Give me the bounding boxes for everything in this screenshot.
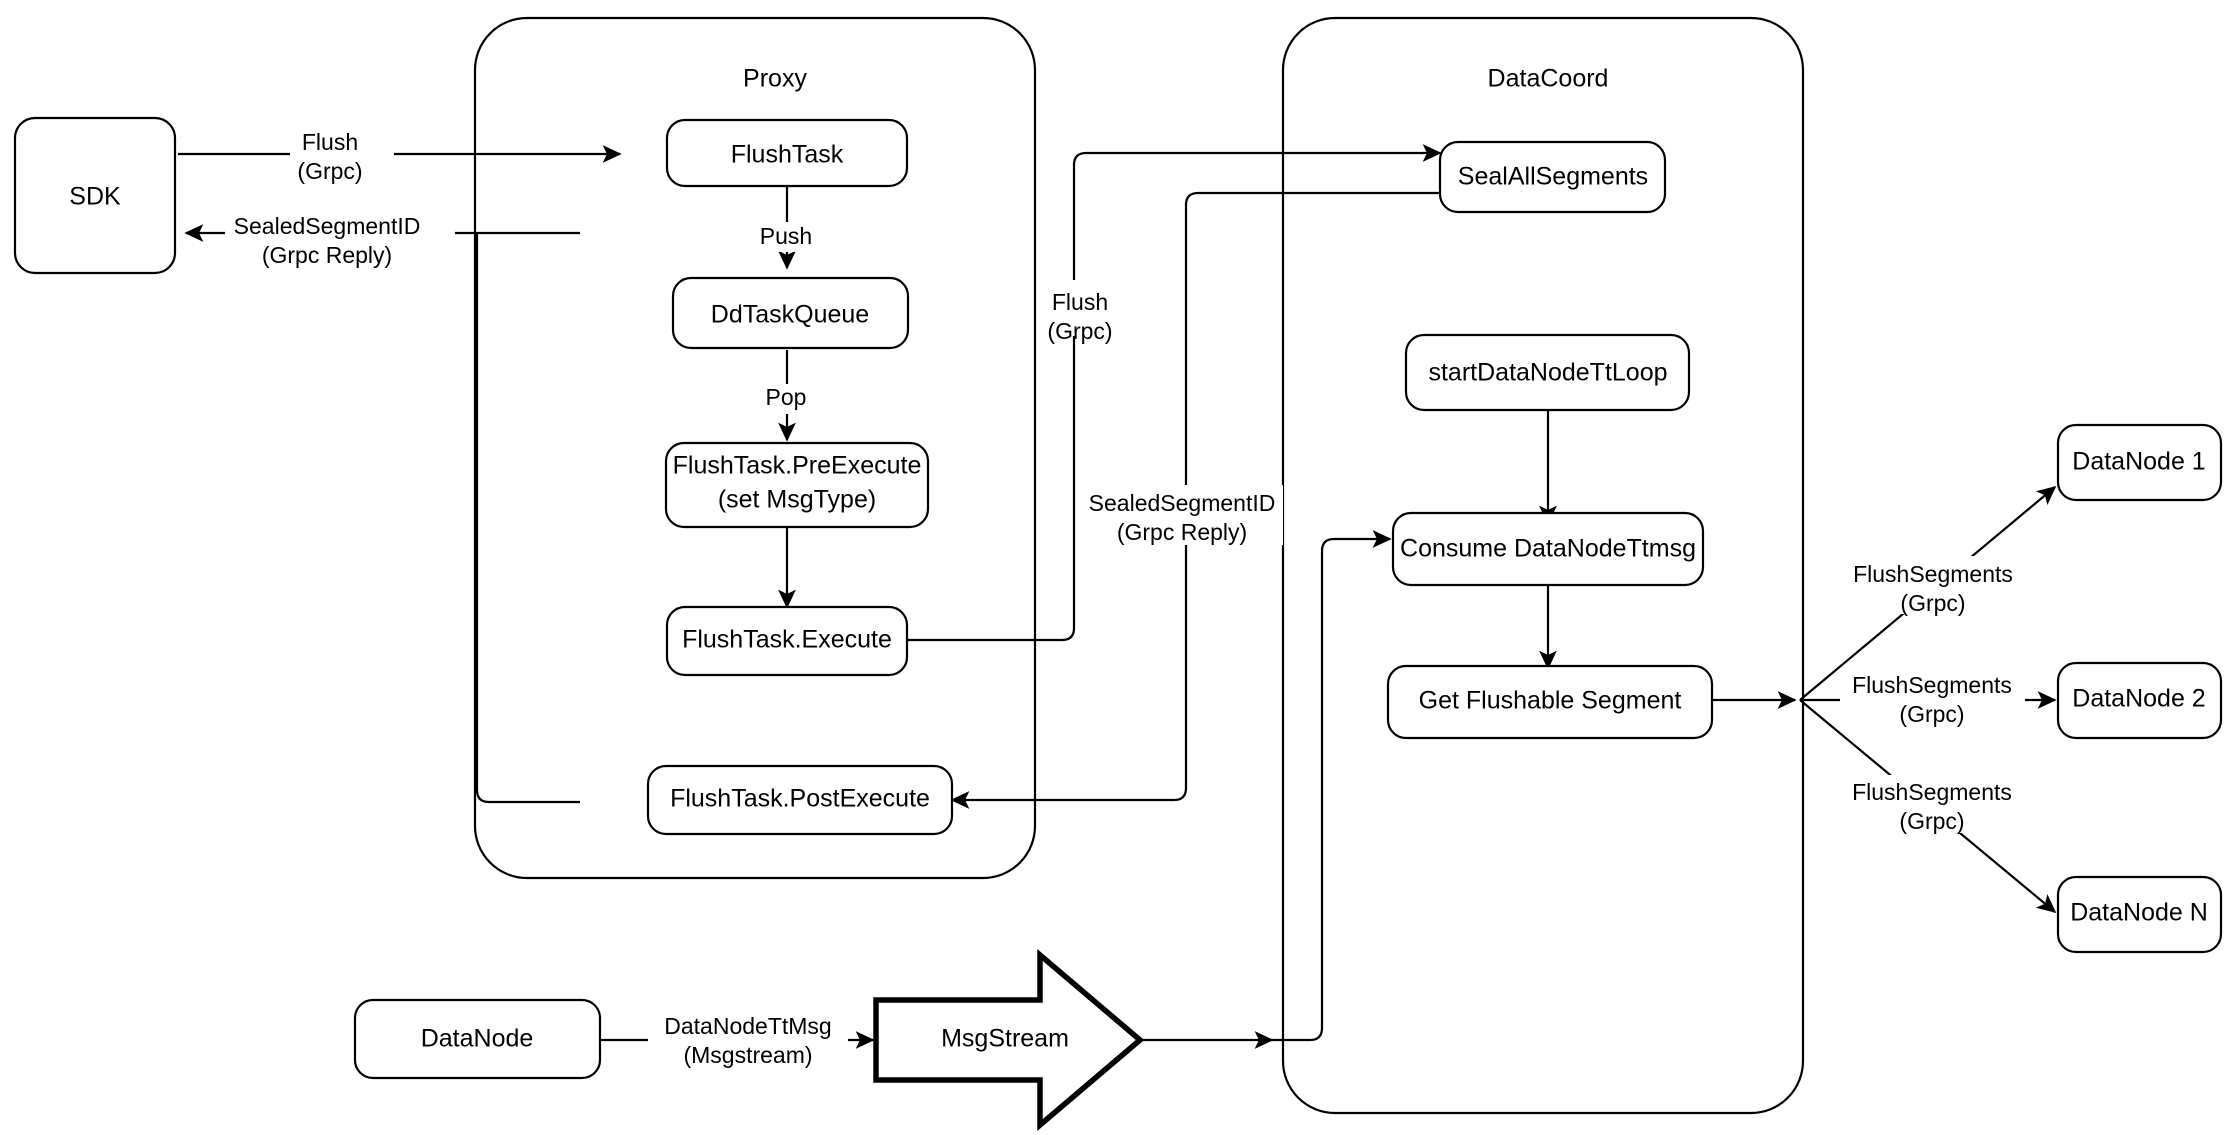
msgstream-arrow-shape[interactable] bbox=[873, 949, 1145, 1131]
node-flushtask-execute[interactable]: FlushTask.Execute bbox=[665, 605, 909, 677]
sdk-label: SDK bbox=[69, 183, 121, 211]
datanode1-rect[interactable] bbox=[2056, 423, 2223, 502]
label-flushsegments-2: FlushSegments (Grpc) bbox=[1840, 668, 2025, 727]
sealallsegments-label: SealAllSegments bbox=[1458, 163, 1648, 191]
node-consume-datanode-ttmsg[interactable]: Consume DataNodeTtmsg bbox=[1391, 511, 1705, 587]
preexecute-label-line1: FlushTask.PreExecute bbox=[673, 452, 922, 480]
label-bg bbox=[225, 213, 455, 268]
postexecute-label: FlushTask.PostExecute bbox=[670, 785, 930, 813]
flushsegments1-line2: (Grpc) bbox=[1900, 590, 1965, 616]
node-sealallsegments[interactable]: SealAllSegments bbox=[1438, 140, 1667, 214]
sealedsegmentid-line1: SealedSegmentID bbox=[234, 213, 421, 239]
flush-grpc-line2: (Grpc) bbox=[297, 158, 362, 184]
postexecute-rect[interactable] bbox=[646, 764, 954, 836]
edge-postexecute-return-spine bbox=[475, 233, 580, 804]
label-bg bbox=[1040, 280, 1146, 336]
label-flushsegments-1: FlushSegments (Grpc) bbox=[1842, 556, 2027, 616]
getflushable-label: Get Flushable Segment bbox=[1419, 687, 1682, 715]
label-bg bbox=[750, 222, 822, 252]
label-push: Push bbox=[750, 222, 822, 252]
preexecute-label-line2: (set MsgType) bbox=[718, 486, 876, 514]
label-bg bbox=[1842, 556, 2027, 614]
label-coord-to-proxy-reply: SealedSegmentID (Grpc Reply) bbox=[1085, 485, 1283, 545]
node-ddtaskqueue[interactable]: DdTaskQueue bbox=[671, 276, 910, 350]
consume-rect[interactable] bbox=[1391, 511, 1705, 587]
flushsegmentsn-line1: FlushSegments bbox=[1852, 779, 2012, 805]
node-flushtask-preexecute[interactable]: FlushTask.PreExecute (set MsgType) bbox=[664, 441, 930, 529]
ddtaskqueue-rect[interactable] bbox=[671, 276, 910, 350]
label-bg bbox=[1840, 775, 2025, 833]
label-proxy-to-sdk-reply: SealedSegmentID (Grpc Reply) bbox=[225, 213, 455, 268]
flushsegments1-line1: FlushSegments bbox=[1853, 561, 2013, 587]
preexecute-rect[interactable] bbox=[664, 441, 930, 529]
label-bg bbox=[1085, 485, 1283, 545]
label-bg bbox=[1840, 668, 2025, 726]
sealallsegments-rect[interactable] bbox=[1438, 140, 1667, 214]
datanode-source-rect[interactable] bbox=[353, 998, 602, 1080]
node-datanode-1[interactable]: DataNode 1 bbox=[2056, 423, 2223, 502]
ttloop-rect[interactable] bbox=[1404, 333, 1691, 412]
flushsegmentsn-line2: (Grpc) bbox=[1899, 808, 1964, 834]
datanode1-label: DataNode 1 bbox=[2072, 448, 2205, 476]
proxy-title: Proxy bbox=[743, 65, 807, 93]
sealedsegmentid-coord-line1: SealedSegmentID bbox=[1089, 490, 1276, 516]
edge-execute-to-sealallsegments bbox=[907, 144, 1442, 642]
label-proxy-to-coord-flush: Flush (Grpc) bbox=[1040, 280, 1146, 344]
datanodettmsg-line1: DataNodeTtMsg bbox=[664, 1013, 831, 1039]
datanode-source-label: DataNode bbox=[421, 1025, 534, 1053]
push-label: Push bbox=[760, 223, 812, 249]
pop-label: Pop bbox=[766, 384, 807, 410]
execute-label: FlushTask.Execute bbox=[682, 626, 892, 654]
label-bg bbox=[755, 384, 817, 414]
flush-grpc-line1: Flush bbox=[302, 129, 358, 155]
node-start-datanode-ttloop[interactable]: startDataNodeTtLoop bbox=[1404, 333, 1691, 412]
node-flushtask-postexecute[interactable]: FlushTask.PostExecute bbox=[646, 764, 954, 836]
getflushable-rect[interactable] bbox=[1386, 664, 1714, 740]
label-pop: Pop bbox=[755, 384, 817, 414]
datanode2-rect[interactable] bbox=[2056, 661, 2223, 740]
label-bg bbox=[290, 130, 394, 186]
flushsegments2-line1: FlushSegments bbox=[1852, 672, 2012, 698]
consume-label: Consume DataNodeTtmsg bbox=[1400, 535, 1696, 563]
flushtask-label: FlushTask bbox=[731, 141, 844, 169]
ddtaskqueue-label: DdTaskQueue bbox=[711, 301, 869, 329]
node-sdk[interactable]: SDK bbox=[13, 116, 177, 275]
label-sdk-to-proxy-flush: Flush (Grpc) bbox=[290, 129, 394, 186]
node-datanode-source[interactable]: DataNode bbox=[353, 998, 602, 1080]
flushtask-rect[interactable] bbox=[665, 118, 909, 188]
label-datanode-ttmsg: DataNodeTtMsg (Msgstream) bbox=[648, 1012, 848, 1068]
sealedsegmentid-coord-line2: (Grpc Reply) bbox=[1117, 519, 1247, 545]
ttloop-label: startDataNodeTtLoop bbox=[1428, 359, 1667, 387]
node-flushtask[interactable]: FlushTask bbox=[665, 118, 909, 188]
msgstream-label: MsgStream bbox=[941, 1025, 1069, 1053]
execute-rect[interactable] bbox=[665, 605, 909, 677]
node-msgstream[interactable]: MsgStream bbox=[873, 949, 1145, 1131]
node-get-flushable-segment[interactable]: Get Flushable Segment bbox=[1386, 664, 1714, 740]
label-flushsegments-n: FlushSegments (Grpc) bbox=[1840, 775, 2025, 834]
flush-coord-line2: (Grpc) bbox=[1047, 318, 1112, 344]
sealedsegmentid-line2: (Grpc Reply) bbox=[262, 242, 392, 268]
node-datanode-n[interactable]: DataNode N bbox=[2056, 875, 2223, 954]
datanode2-label: DataNode 2 bbox=[2072, 685, 2205, 713]
datanoden-rect[interactable] bbox=[2056, 875, 2223, 954]
datanoden-label: DataNode N bbox=[2070, 899, 2208, 927]
datanodettmsg-line2: (Msgstream) bbox=[683, 1042, 812, 1068]
flushsegments2-line2: (Grpc) bbox=[1899, 701, 1964, 727]
node-datanode-2[interactable]: DataNode 2 bbox=[2056, 661, 2223, 740]
label-bg bbox=[648, 1012, 848, 1068]
flush-coord-line1: Flush bbox=[1052, 289, 1108, 315]
edge-datacoord-ttmsg-up-to-consume bbox=[1272, 530, 1392, 1042]
datacoord-title: DataCoord bbox=[1488, 65, 1609, 93]
sdk-rect[interactable] bbox=[13, 116, 177, 275]
